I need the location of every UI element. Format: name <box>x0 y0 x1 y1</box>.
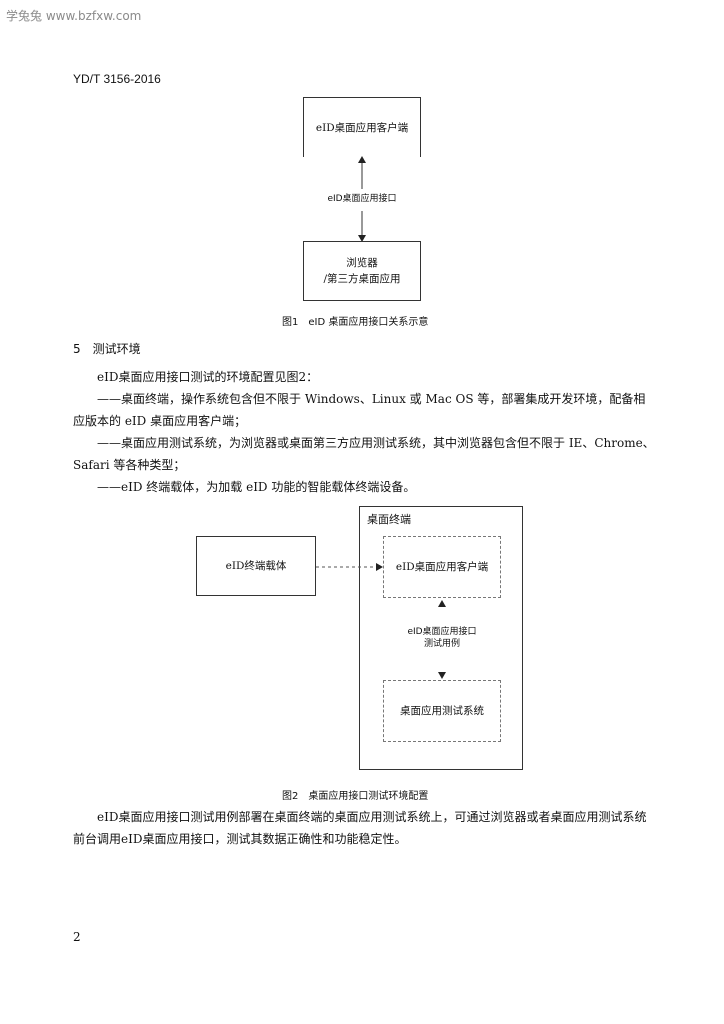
testcase-label: eID桌面应用接口 测试用例 <box>384 626 500 650</box>
desktop-terminal-title: 桌面终端 <box>367 513 411 526</box>
section-5-paragraph: ——桌面终端，操作系统包含但不限于 Windows、Linux 或 Mac OS… <box>73 392 646 428</box>
section-5-paragraph: ——eID 终端载体，为加载 eID 功能的智能载体终端设备。 <box>97 480 416 494</box>
browser-box-line1: 浏览器 <box>346 257 378 269</box>
page-number: 2 <box>73 930 81 944</box>
eid-client-box-2-label: eID桌面应用客户端 <box>395 561 489 573</box>
figure-2-caption: 图2 桌面应用接口测试环境配置 <box>282 791 429 802</box>
standard-number: YD/T 3156-2016 <box>73 72 161 86</box>
testcase-label-line1: eID桌面应用接口 <box>407 627 477 637</box>
browser-box-line2: /第三方桌面应用 <box>323 273 401 285</box>
fig2-vertical-connector <box>438 600 446 679</box>
eid-carrier-box: eID终端载体 <box>196 536 316 596</box>
eid-interface-label: eID桌面应用接口 <box>327 194 397 204</box>
watermark: 学兔兔 www.bzfxw.com <box>6 9 142 23</box>
test-system-box-label: 桌面应用测试系统 <box>400 705 484 717</box>
carrier-client-connector <box>316 563 383 571</box>
browser-box: 浏览器 /第三方桌面应用 <box>303 241 421 301</box>
eid-client-box: eID桌面应用客户端 <box>303 97 421 157</box>
fig1-connector <box>358 156 366 242</box>
desktop-terminal-frame: 桌面终端 <box>359 506 523 770</box>
testcase-label-line2: 测试用例 <box>423 639 460 649</box>
section-5-heading: 5 测试环境 <box>73 342 141 356</box>
figure-1-caption: 图1 eID 桌面应用接口关系示意 <box>282 317 429 328</box>
eid-carrier-box-label: eID终端载体 <box>225 560 287 572</box>
section-5-paragraph: ——桌面应用测试系统，为浏览器或桌面第三方应用测试系统，其中浏览器包含但不限于 … <box>73 436 655 472</box>
closing-paragraph: eID桌面应用接口测试用例部署在桌面终端的桌面应用测试系统上，可通过浏览器或者桌… <box>73 810 647 846</box>
section-5-paragraph: eID桌面应用接口测试的环境配置见图2： <box>97 370 319 384</box>
eid-client-box-2: eID桌面应用客户端 <box>383 536 501 598</box>
eid-client-box-label: eID桌面应用客户端 <box>315 121 409 134</box>
test-system-box: 桌面应用测试系统 <box>383 680 501 742</box>
